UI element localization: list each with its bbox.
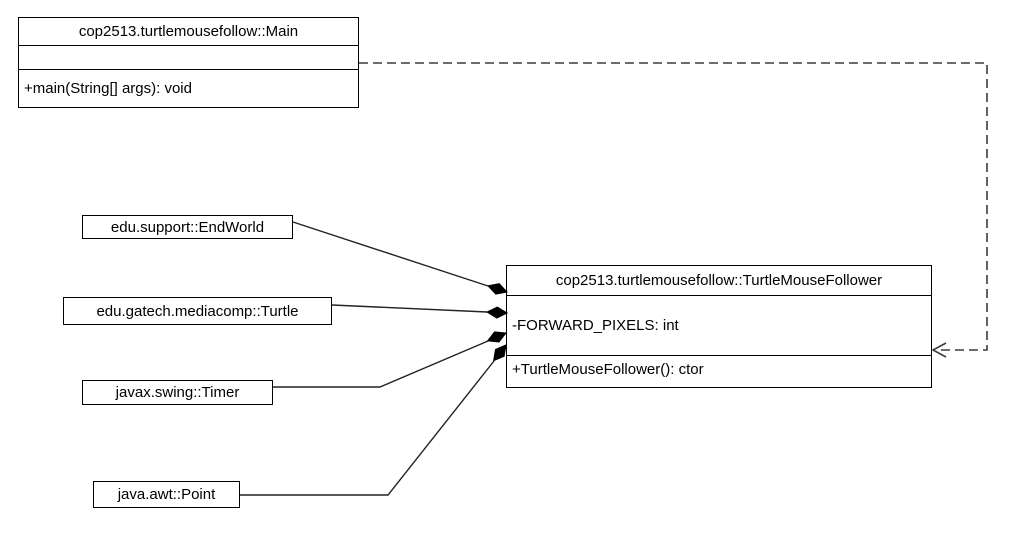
composition-diamond-icon bbox=[485, 306, 509, 319]
class-box-turtlemousefollower[interactable]: cop2513.turtlemousefollow::TurtleMouseFo… bbox=[506, 265, 932, 388]
class-name: cop2513.turtlemousefollow::Main bbox=[78, 23, 299, 40]
composition-edge-timer[interactable] bbox=[273, 331, 507, 388]
class-name: java.awt::Point bbox=[117, 486, 216, 503]
class-operation: +main(String[] args): void bbox=[19, 69, 358, 106]
class-box-turtle[interactable]: edu.gatech.mediacomp::Turtle bbox=[63, 297, 332, 325]
class-operation: +TurtleMouseFollower(): ctor bbox=[507, 355, 931, 383]
class-name: javax.swing::Timer bbox=[115, 384, 240, 401]
class-attribute: -FORWARD_PIXELS: int bbox=[507, 295, 931, 355]
empty-attributes-compartment bbox=[19, 45, 358, 69]
composition-diamond-icon bbox=[487, 283, 508, 295]
open-arrowhead-icon bbox=[931, 342, 947, 358]
composition-edge-turtle[interactable] bbox=[331, 304, 509, 319]
class-box-point[interactable]: java.awt::Point bbox=[93, 481, 240, 508]
composition-diamond-icon bbox=[492, 344, 507, 362]
composition-diamond-icon bbox=[486, 331, 507, 343]
class-box-main[interactable]: cop2513.turtlemousefollow::Main +main(St… bbox=[18, 17, 359, 108]
dependency-edge-main[interactable] bbox=[359, 62, 988, 358]
class-name: edu.gatech.mediacomp::Turtle bbox=[96, 302, 299, 320]
class-box-endworld[interactable]: edu.support::EndWorld bbox=[82, 215, 293, 239]
class-name: cop2513.turtlemousefollow::TurtleMouseFo… bbox=[555, 272, 883, 289]
class-box-timer[interactable]: javax.swing::Timer bbox=[82, 380, 273, 405]
class-name: edu.support::EndWorld bbox=[110, 218, 265, 236]
composition-edge-endworld[interactable] bbox=[292, 221, 508, 295]
composition-edge-point[interactable] bbox=[240, 344, 507, 496]
